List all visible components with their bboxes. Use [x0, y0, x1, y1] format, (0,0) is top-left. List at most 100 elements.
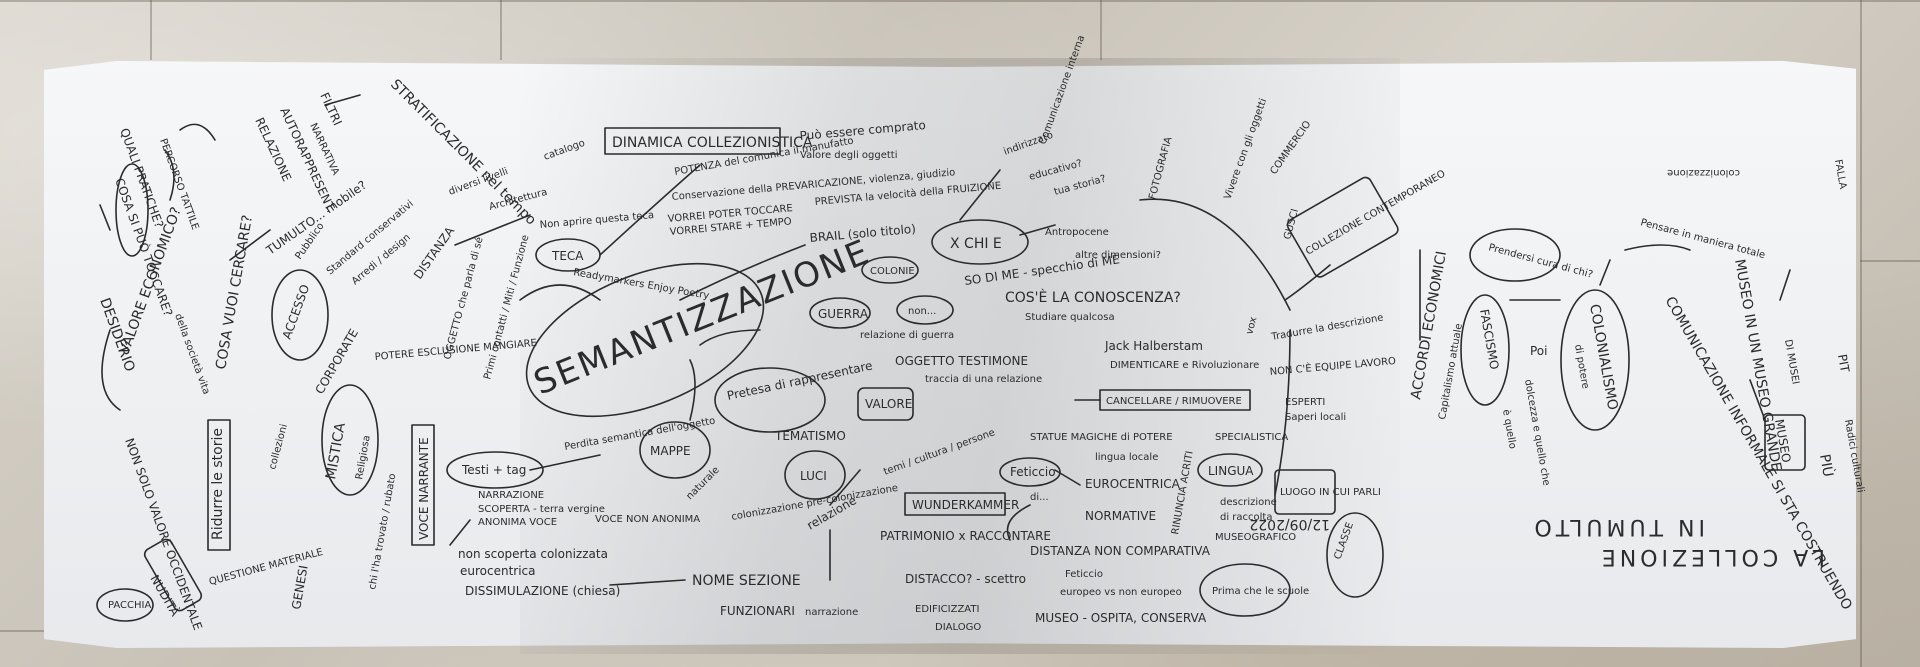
connector [1779, 269, 1791, 301]
label-tradurre: Tradurre la descrizione [1270, 312, 1385, 343]
connector [1139, 198, 1291, 311]
label-studiare: Studiare qualcosa [1025, 312, 1115, 323]
ellipse-feticcio [999, 457, 1061, 487]
connector [1599, 259, 1611, 286]
label-narrazione2: narrazione [805, 607, 858, 618]
label-luci: LUCI [800, 469, 827, 483]
label-prendersi-cura: Prendersi cura di chi? [1487, 242, 1594, 280]
label-vox: vox [1244, 316, 1259, 336]
label-relazione-guerra: relazione di guerra [860, 330, 954, 341]
label-feticcio2: Feticcio [1065, 569, 1103, 580]
label-europeo: europeo vs non europeo [1060, 587, 1182, 598]
label-antropocene: Antropocene [1045, 227, 1109, 238]
connector [1624, 244, 1691, 251]
connector [1274, 329, 1291, 496]
label-voce-non-anonima: VOCE NON ANONIMA [595, 514, 700, 525]
box-valore [857, 387, 914, 421]
box-museo [1764, 414, 1806, 471]
label-luogo: LUOGO IN CUI PARLI [1280, 487, 1381, 498]
label-mappe: MAPPE [650, 444, 691, 458]
label-non-ce-equipe: NON C'È EQUIPE LAVORO [1269, 354, 1396, 378]
label-eurocentrica: eurocentrica [460, 564, 536, 578]
label-cose-la-conoscenza: COS'È LA CONOSCENZA? [1005, 289, 1181, 306]
label-accesso: ACCESSO [280, 283, 313, 341]
connector [101, 329, 121, 411]
ellipse-mappe [639, 421, 711, 479]
floor-tile-seam [1860, 260, 1920, 262]
connector [1006, 504, 1031, 541]
floor-tile-seam [1100, 0, 1102, 60]
label-dolcezza: dolcezza e quello che [1522, 379, 1552, 487]
sheet-date: 12/09/2022 [1249, 516, 1330, 532]
label-e-quello: è quello [1500, 408, 1519, 449]
ellipse-prima-scuole [1199, 563, 1291, 617]
ellipse-mistica [321, 384, 379, 496]
label-colonie: COLONIE [870, 266, 915, 277]
label-collezioni: collezioni [267, 423, 290, 471]
label-fotografia: FOTOGRAFIA [1147, 136, 1174, 201]
label-vivere: Vivere con gli oggetti [1222, 97, 1269, 201]
label-prima-scuole: Prima che le scuole [1212, 586, 1309, 597]
label-pacchia: PACCHIA [108, 600, 151, 611]
label-guerra: GUERRA [818, 307, 869, 321]
label-distanza-non-comp: DISTANZA NON COMPARATIVA [1030, 544, 1211, 558]
ellipse-prendersi-cura [1469, 228, 1561, 282]
label-religiosa: Religiosa [354, 434, 373, 480]
sheet-title-line-1: LA COLLEZIONE [1598, 544, 1825, 569]
label-tenuncia: RINUNCIA ACRITI [1170, 450, 1196, 535]
sheet-title-line-2: IN TUMULTO [1530, 514, 1705, 539]
label-voce-narrante: VOCE NARRANTE [417, 437, 431, 540]
label-filtri: FILTRI [317, 90, 344, 127]
label-distanza: DISTANZA [411, 224, 458, 282]
ellipse-lingua [1197, 453, 1263, 487]
label-di-musei: DI MUSEI [1782, 339, 1801, 386]
floor-tile-seam [150, 0, 152, 60]
connector [609, 579, 686, 586]
label-dinamica: DINAMICA COLLEZIONISTICA [612, 135, 813, 151]
label-mistica: MISTICA [323, 421, 349, 480]
label-colonizzazione-right: colonizzazione [1667, 167, 1740, 178]
ellipse-xchi [931, 219, 1029, 265]
label-naturale: naturale [684, 465, 721, 502]
connector [679, 244, 806, 301]
ellipse-non [896, 295, 954, 325]
label-funzionari: FUNZIONARI [720, 604, 795, 618]
connector [179, 123, 216, 141]
label-temi: temi / cultura / persone [882, 427, 996, 478]
label-feticcio: Feticcio [1010, 465, 1056, 479]
connector [1749, 379, 1766, 421]
label-musei-piu: PIÙ [1816, 453, 1838, 479]
label-di-raccolta: di raccolta [1220, 512, 1273, 523]
floor-tile-seam [1860, 0, 1862, 667]
label-dissimulazione: DISSIMULAZIONE (chiesa) [465, 584, 620, 598]
label-scoperta: SCOPERTA - terra vergine [478, 504, 605, 515]
floor-tile-seam [0, 0, 1920, 2]
label-commercio: COMMERCIO [1268, 119, 1313, 177]
label-museo-ospita: MUSEO - OSPITA, CONSERVA [1035, 611, 1207, 625]
ellipse-colonie [861, 256, 919, 284]
connector [99, 204, 111, 231]
label-pretesa: Pretesa di rappresentare [726, 358, 874, 403]
connector [599, 164, 701, 256]
box-dinamica [604, 127, 781, 155]
box-wunderkammer [904, 492, 1006, 516]
box-raccontare-storie [207, 419, 231, 551]
label-raccontare-storie: Ridurre le storie [210, 428, 226, 540]
connector [449, 519, 471, 546]
ellipse-pacchia [96, 588, 154, 622]
connector [1019, 224, 1056, 236]
connector [164, 149, 175, 201]
box-nudita [143, 538, 203, 612]
label-teca: TECA [551, 249, 584, 263]
label-traccia: traccia di una relazione [925, 374, 1042, 385]
label-esperti: ESPERTI [1285, 397, 1325, 408]
floor-tile-seam [0, 630, 44, 632]
ellipse-fascismo [1460, 294, 1510, 406]
label-poi: Poi [1530, 344, 1547, 358]
label-dialogo: DIALOGO [935, 622, 981, 633]
center-ellipse [525, 262, 765, 418]
label-comunicazione: Comunicazione interna [1037, 34, 1087, 146]
connector [229, 229, 271, 261]
label-pensare-maniera: Pensare in maniera totale [1639, 217, 1766, 261]
